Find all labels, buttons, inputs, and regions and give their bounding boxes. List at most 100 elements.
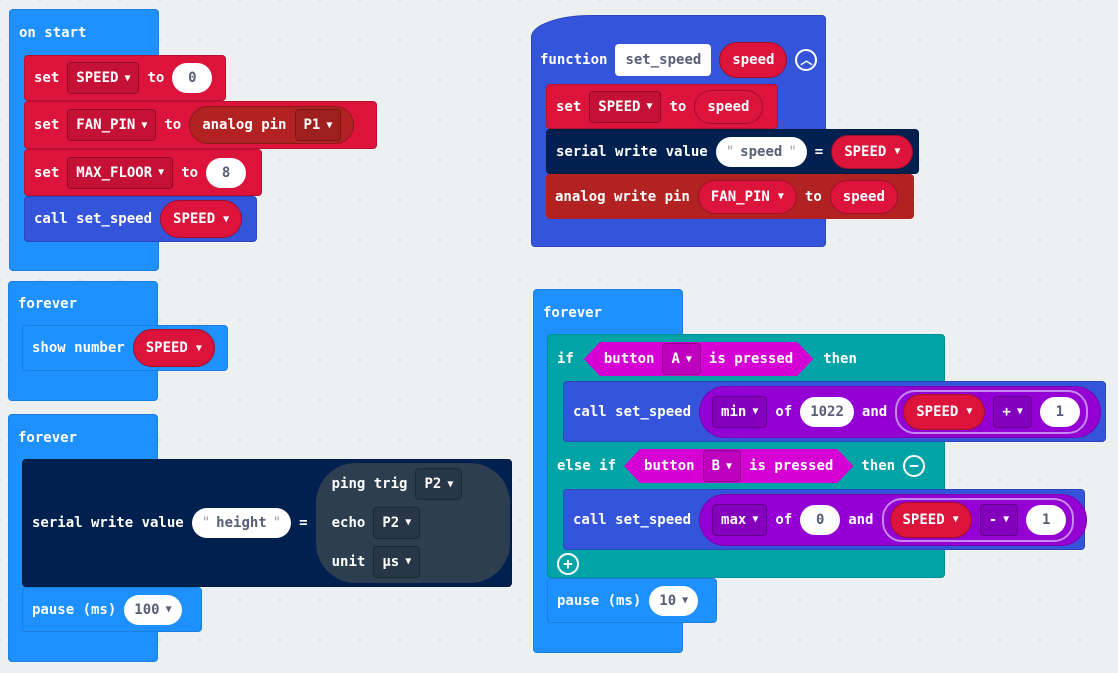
math-op-dropdown[interactable]: max▼ (712, 503, 768, 536)
to-keyword: to (147, 70, 165, 86)
pause-value-dropdown[interactable]: 10▼ (649, 585, 699, 616)
number-input[interactable]: 1 (1039, 396, 1080, 427)
call-label: call set_speed (573, 511, 692, 528)
call-set-speed-block[interactable]: call set_speed SPEED▼ (24, 196, 257, 242)
pause-value-dropdown[interactable]: 100 ▼ (124, 594, 182, 625)
number-input[interactable]: 1 (1026, 504, 1067, 535)
number-input[interactable]: 0 (800, 504, 841, 535)
button-label: button (603, 351, 655, 367)
remove-else-if-minus-icon[interactable]: − (903, 455, 926, 477)
speed-variable-reporter[interactable]: SPEED▼ (132, 329, 215, 367)
speed-parameter-reporter[interactable]: speed (829, 179, 898, 214)
collapse-chevron-up-icon[interactable]: ︿ (795, 49, 818, 71)
button-name: B (711, 458, 721, 474)
pause-value: 100 (134, 601, 160, 618)
dropdown-arrow-icon: ▼ (777, 191, 784, 202)
else-if-keyword: else if (557, 458, 617, 474)
pause-label: pause (ms) (32, 601, 117, 618)
number-input[interactable]: 1022 (800, 396, 854, 427)
pause-block[interactable]: pause (ms) 10▼ (547, 578, 717, 623)
dropdown-arrow-icon: ▼ (682, 595, 689, 606)
name-string-input[interactable]: "height" (191, 508, 292, 538)
set-speed-block[interactable]: set SPEED▼ to 0 (24, 55, 226, 101)
arithmetic-reporter[interactable]: SPEED▼ +▼ 1 (895, 389, 1088, 434)
show-number-block[interactable]: show number SPEED▼ (22, 325, 228, 371)
string-value: speed (740, 143, 783, 160)
variable-dropdown[interactable]: SPEED▼ (67, 62, 140, 94)
dropdown-arrow-icon: ▼ (1003, 514, 1010, 525)
variable-dropdown[interactable]: SPEED▼ (589, 90, 662, 123)
variable-name: SPEED (76, 70, 119, 86)
equals-label: = (814, 143, 824, 160)
function-keyword: function (540, 52, 608, 68)
if-keyword: if (557, 351, 574, 367)
button-b-pressed-condition[interactable]: button B▼ is pressed (624, 449, 853, 483)
speed-parameter-reporter[interactable]: speed (694, 89, 763, 124)
dropdown-arrow-icon: ▼ (726, 460, 733, 472)
call-set-speed-block[interactable]: call set_speed min▼ of 1022 and SPEED▼ +… (563, 381, 1106, 442)
name-string-input[interactable]: "speed" (715, 136, 807, 167)
unit-label: unit (331, 553, 366, 570)
set-fan-pin-block[interactable]: set FAN_PIN▼ to analog pin P1▼ (24, 101, 377, 149)
variable-name: SPEED (916, 403, 959, 420)
echo-label: echo (331, 514, 366, 531)
variable-dropdown[interactable]: MAX_FLOOR▼ (67, 156, 174, 189)
string-value: height (216, 515, 267, 531)
speed-variable-reporter[interactable]: SPEED ▼ (889, 501, 972, 538)
max-of-reporter[interactable]: max▼ of 0 and SPEED▼ -▼ 1 (699, 493, 1088, 546)
set-speed-block[interactable]: set SPEED▼ to speed (546, 84, 778, 129)
min-of-reporter[interactable]: min▼ of 1022 and SPEED▼ +▼ 1 (699, 385, 1101, 438)
operator: - (988, 511, 998, 528)
variable-name: FAN_PIN (710, 188, 770, 205)
fan-pin-variable-reporter[interactable]: FAN_PIN ▼ (697, 179, 797, 214)
forever-label: forever (18, 430, 78, 446)
dropdown-arrow-icon: ▼ (952, 514, 959, 525)
dropdown-arrow-icon: ▼ (165, 604, 172, 615)
add-else-plus-icon[interactable]: + (557, 553, 579, 575)
echo-pin-dropdown[interactable]: P2▼ (373, 506, 421, 539)
button-dropdown[interactable]: A▼ (662, 343, 700, 375)
math-op-dropdown[interactable]: min▼ (712, 395, 768, 428)
speed-variable-reporter[interactable]: SPEED▼ (831, 134, 914, 169)
pin-name: P1 (303, 117, 321, 133)
dropdown-arrow-icon: ▼ (447, 478, 454, 490)
pin-dropdown[interactable]: P1▼ (294, 109, 342, 141)
variable-name: FAN_PIN (76, 117, 136, 133)
dropdown-arrow-icon: ▼ (894, 146, 901, 157)
arithmetic-reporter[interactable]: SPEED▼ -▼ 1 (881, 497, 1075, 542)
value-input[interactable]: 8 (206, 157, 247, 188)
unit-dropdown[interactable]: µs▼ (373, 545, 421, 578)
then-keyword: then (823, 351, 857, 367)
call-label: call set_speed (34, 211, 153, 227)
speed-variable-reporter[interactable]: SPEED▼ (903, 393, 986, 430)
serial-write-value-block[interactable]: serial write value "speed" = SPEED▼ (546, 129, 919, 174)
speed-parameter[interactable]: speed (719, 42, 788, 78)
ping-trig-label: ping trig (331, 476, 408, 493)
operator-dropdown[interactable]: -▼ (979, 503, 1019, 536)
dropdown-arrow-icon: ▼ (195, 342, 202, 354)
dropdown-arrow-icon: ▼ (752, 406, 759, 417)
pause-label: pause (ms) (557, 592, 642, 609)
variable-name: SPEED (902, 511, 945, 528)
value-input[interactable]: 0 (172, 63, 213, 93)
analog-write-pin-block[interactable]: analog write pin FAN_PIN▼ to speed (546, 174, 914, 219)
function-name-input[interactable]: set_speed (615, 44, 712, 76)
button-a-pressed-condition[interactable]: button A▼ is pressed (584, 342, 813, 376)
to-keyword: to (669, 98, 687, 115)
variable-name: SPEED (598, 98, 641, 115)
pin-name: P2 (424, 476, 442, 493)
button-dropdown[interactable]: B▼ (703, 450, 741, 482)
trig-pin-dropdown[interactable]: P2 ▼ (415, 468, 463, 501)
call-set-speed-block[interactable]: call set_speed max▼ of 0 and SPEED▼ -▼ 1 (563, 489, 1088, 550)
pause-block[interactable]: pause (ms) 100 ▼ (22, 587, 202, 632)
variable-name: MAX_FLOOR (76, 164, 153, 181)
analog-pin-reporter[interactable]: analog pin P1▼ (189, 106, 355, 144)
set-max-floor-block[interactable]: set MAX_FLOOR▼ to 8 (24, 149, 262, 196)
variable-name: SPEED (173, 211, 216, 227)
operator: + (1002, 403, 1011, 420)
speed-variable-reporter[interactable]: SPEED▼ (160, 200, 243, 238)
variable-dropdown[interactable]: FAN_PIN▼ (67, 109, 157, 141)
operator-dropdown[interactable]: +▼ (993, 395, 1032, 428)
